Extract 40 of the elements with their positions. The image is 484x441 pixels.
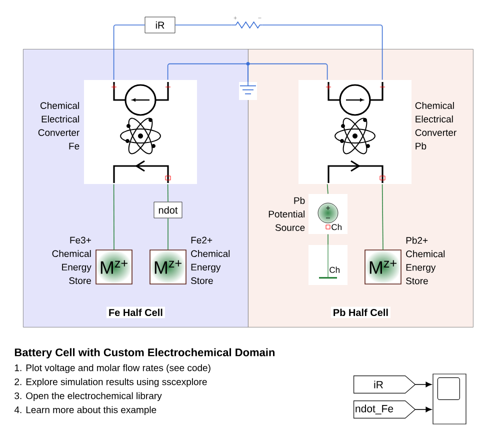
energy-store-block: M$^{z+}$ [364, 250, 402, 284]
ground-symbol [239, 81, 257, 100]
connector [326, 184, 328, 194]
scope-block [432, 374, 466, 424]
energy-store-block: M$^{z+}$ [96, 250, 132, 284]
connector [414, 406, 432, 412]
goto-tag: iR [354, 376, 416, 394]
list-item: 1. Plot voltage and molar flow rates (see code) [14, 364, 210, 374]
panel-title: Fe Half Cell [106, 306, 165, 318]
connector [382, 184, 384, 250]
connector [113, 24, 146, 80]
list-item: 2. Explore simulation results using sscexplore [14, 378, 207, 388]
block-label: Pb Potential Source [268, 197, 305, 231]
connector [167, 63, 248, 82]
connector [248, 63, 328, 82]
panel-title: Pb Half Cell [330, 306, 390, 318]
list-item: 3. Open the electrochemical library [14, 392, 162, 402]
resistor-symbol [231, 16, 263, 29]
sensor-block: ndot [154, 202, 182, 218]
block-label: Chemical Electrical Converter Fe [38, 102, 80, 150]
connector [414, 382, 432, 388]
connector [262, 24, 383, 80]
converter-block [84, 80, 197, 184]
goto-tag: ndot_Fe [354, 400, 416, 418]
block-label: Pb2+ Chemical Energy Store [406, 236, 445, 284]
connector [174, 24, 232, 26]
connector [113, 184, 114, 250]
sensor-block: iR [144, 16, 176, 34]
connector [167, 184, 168, 202]
potential-source-symbol [308, 194, 348, 234]
port-label: Ch [332, 224, 342, 230]
block-label: Fe3+ Chemical Energy Store [52, 236, 92, 284]
energy-store-block: M$^{z+}$ [150, 250, 186, 284]
chemical-reference-symbol [308, 244, 348, 285]
title: Battery Cell with Custom Electrochemical Domain [14, 348, 275, 358]
block-label: Chemical Electrical Converter Pb [415, 102, 456, 150]
converter-block [298, 80, 412, 184]
block-label: Fe2+ Chemical Energy Store [191, 236, 230, 284]
list-item: 4. Learn more about this example [14, 406, 156, 416]
port-label: Ch [330, 266, 340, 273]
